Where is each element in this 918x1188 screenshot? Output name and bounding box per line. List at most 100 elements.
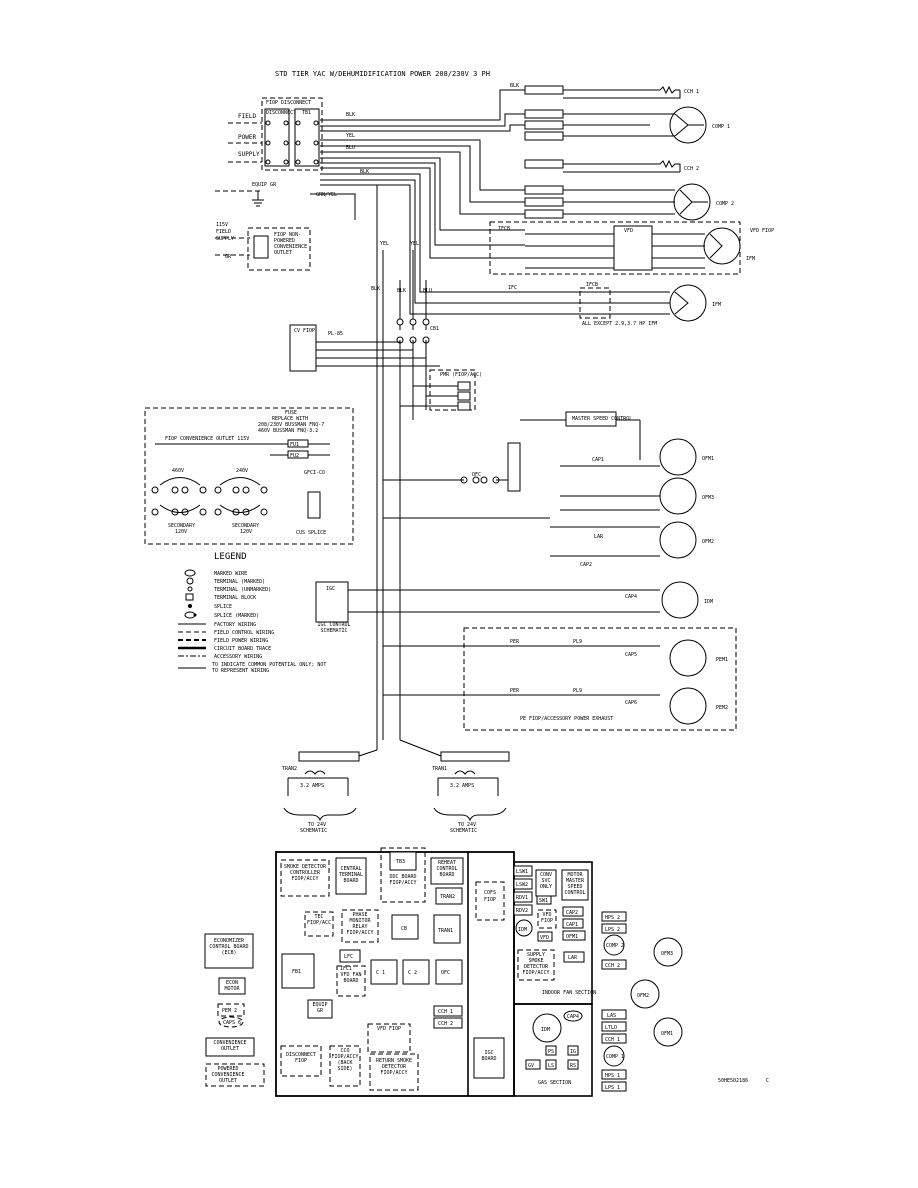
layout-ig: IG [570, 1049, 576, 1055]
cap1-label: CAP1 [592, 457, 604, 463]
layout-ofc: OFC [441, 970, 450, 976]
layout-c2: C 2 [408, 970, 417, 976]
supply2-label: SUPPLY [216, 236, 234, 242]
layout-conv-right: CONV SVC ONLY [539, 872, 553, 890]
layout-ifc1: IFC1 [340, 966, 352, 972]
cap2-label: CAP2 [580, 562, 592, 568]
layout-rdv1: RDV1 [516, 895, 528, 901]
vfd-label: VFD [624, 228, 633, 234]
layout-ccr1: CCH 1 [438, 1009, 453, 1015]
layout-cb: CB [401, 926, 407, 932]
secondary-label-2: SECONDARY [232, 523, 259, 529]
layout-ofm1: OFM1 [661, 1031, 673, 1037]
cb-amps-1: 3.2 AMPS [300, 783, 324, 789]
layout-vfd-fan: VFD FAN BOARD [340, 972, 362, 984]
idm-section: IGC IGC CONTROL SCHEMATIC CAP4 IDM [315, 581, 713, 634]
tran1-label: TRAN1 [432, 766, 447, 772]
layout-las: LAS [607, 1013, 616, 1019]
powered-outlet-section: FUSE REPLACE WITH 208/230V BUSSMAN FNQ-7… [144, 407, 354, 545]
cap5-label: CAP5 [625, 652, 637, 658]
ifcb-label-2: IFCB [586, 282, 598, 288]
legend-item-4: SPLICE [214, 604, 232, 610]
wire-grn-1: GRN/YEL [316, 192, 337, 198]
layout-lt: LTLO [605, 1025, 617, 1031]
layout-cofs: COFS FIOP [483, 890, 497, 903]
wire-blk-1: BLK [346, 112, 355, 118]
layout-tran2: TRAN2 [440, 894, 455, 900]
layout-reheat: REHEAT CONTROL BOARD [436, 860, 458, 878]
layout-ls: LS [548, 1063, 554, 1069]
lar-label: LAR [594, 534, 604, 540]
comp1-wire-blk: BLK [510, 83, 519, 89]
layout-gv: GV [528, 1063, 534, 1069]
layout-hps1: HPS 1 [605, 1073, 620, 1079]
comp2-motor-symbol [673, 183, 711, 221]
fiop-nonpowered-outlet-label: FIOP NON-POWERED CONVENIENCE OUTLET [274, 232, 308, 256]
igc-label: IGC [326, 586, 335, 592]
layout-cap1: CAP1 [566, 922, 578, 928]
comp2-label: COMP 2 [716, 201, 734, 207]
to24v-2b: SCHEMATIC [450, 828, 477, 834]
diagram-title: STD TIER YAC W/DEHUMIDIFICATION POWER 20… [275, 70, 490, 78]
layout-lps2: LPS 2 [605, 927, 620, 933]
layout-gas: GAS SECTION [538, 1080, 571, 1086]
cb-amps-2: 3.2 AMPS [450, 783, 474, 789]
sec120-label-2: 120V [240, 529, 252, 535]
legend-item-1: TERMINAL (MARKED) [214, 579, 265, 585]
layout-vfd-fiop2: VFD FIOP [376, 1026, 402, 1032]
supply-label: SUPPLY [238, 151, 260, 158]
idm-label: IDM [704, 599, 713, 605]
layout-supply-smoke: SUPPLY SMOKE DETECTOR FIOP/ACCY [522, 952, 550, 976]
vfd-circuit: IFCB VFD VFD FIOP IFM [489, 221, 774, 275]
layout-hps2: HPS 2 [605, 915, 620, 921]
disconnect-switch [264, 108, 290, 167]
comp2-circuit: CCH 2 COMP 2 [524, 159, 734, 221]
layout-c1: C 1 [376, 970, 385, 976]
ofm1-label: OFM1 [702, 456, 714, 462]
ifcb-label: IFCB [498, 226, 510, 232]
fu2-label: FU2 [290, 453, 299, 459]
ofm-section: OFC MASTER SPEED CONTROL OFM1 CAP1 OFM3 … [383, 411, 714, 568]
pmr-label: PMR (FIOP/ACC) [440, 372, 482, 378]
wire-blu-1: BLU [346, 145, 355, 151]
ifm-label-vfd: IFM [746, 256, 755, 262]
layout-tran1: TRAN1 [438, 928, 453, 934]
to24v-1b: SCHEMATIC [300, 828, 327, 834]
layout-smoke: SMOKE DETECTOR CONTROLLER FIOP/ACCY [283, 864, 327, 882]
vfd-fiop-label: VFD FIOP [750, 228, 774, 234]
cch2-label: CCH 2 [684, 166, 699, 172]
sec120-label-1: 120V [175, 529, 187, 535]
legend-item-2: TERMINAL (UNMARKED) [214, 587, 271, 593]
layout-pemr: PEM 2 [222, 1008, 237, 1014]
layout-return-smoke: RETURN SMOKE DETECTOR FIOP/ACCY [375, 1058, 413, 1076]
transformers: TRAN2 TRAN1 3.2 AMPS 3.2 AMPS TO 24V SCH… [282, 739, 510, 834]
vertical-wires: YEL YEL BLK BLK BLU CB1 [371, 185, 439, 750]
wire-blk-2: BLK [360, 169, 369, 175]
drawing-number: 50HE502186 [718, 1078, 748, 1084]
tran2-label: TRAN2 [282, 766, 297, 772]
legend-item-10: ACCESSORY WIRING [214, 654, 262, 660]
conv-splice-label: CUS SPLICE [296, 530, 326, 536]
layout-powered: POWERED CONVENIENCE OUTLET [211, 1066, 245, 1084]
layout-ofm-r: OFM1 [566, 934, 578, 940]
layout-cap4: CAP4 [567, 1014, 579, 1020]
layout-ofm3: OFM3 [661, 951, 673, 957]
layout-conv: CONVENIENCE OUTLET [213, 1040, 247, 1052]
secondary-label-1: SECONDARY [168, 523, 195, 529]
power-exhaust: PER PER PL9 PL9 CAP5 CAP6 PEM1 PEM2 PE F… [383, 627, 737, 731]
layout-fiop-disc: DISCONNECT FIOP [285, 1052, 317, 1064]
fiop-outlet-label: FIOP CONVENIENCE OUTLET 115V [165, 436, 249, 442]
fu1-label: FU1 [290, 442, 299, 448]
fuse-note-2: 208/230V BUSSMAN FNQ-7 [258, 422, 324, 428]
wire-yel-v: YEL [380, 241, 389, 247]
layout-motor-master: MOTOR MASTER SPEED CONTROL [564, 872, 586, 896]
pe-note: PE FIOP/ACCESSORY POWER EXHAUST [520, 716, 613, 722]
layout-ccr2: CCH 2 [438, 1021, 453, 1027]
layout-rs: RS [570, 1063, 576, 1069]
power-label: POWER [238, 134, 256, 141]
disconnect-label: DISCONNECT [266, 110, 296, 116]
pem1-label: PEM1 [716, 657, 728, 663]
power-bus: BLK YEL BLU BLK GRN/YEL [310, 89, 525, 315]
layout-tec: TEC FIOP/ACCY [307, 914, 331, 926]
